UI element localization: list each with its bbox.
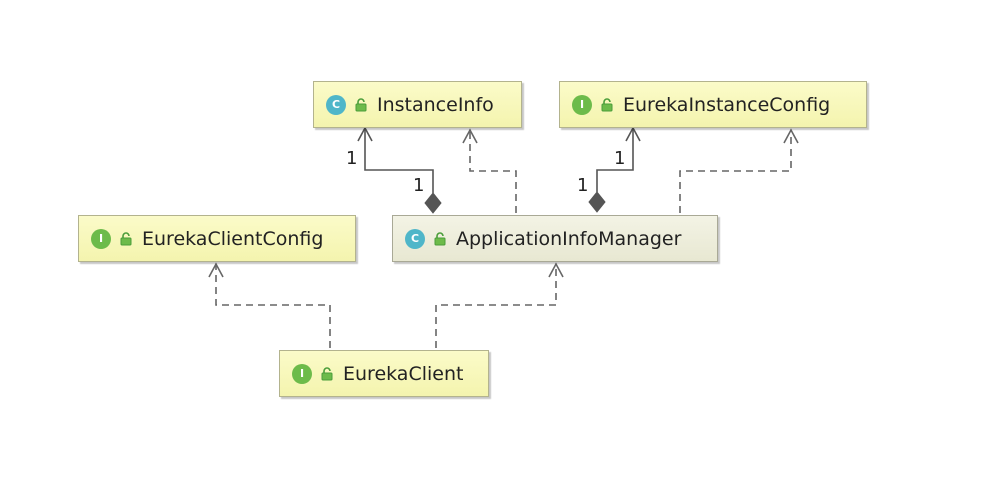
edge-dependency-eurekaclientconfig <box>208 262 331 348</box>
lock-icon <box>601 97 613 111</box>
interface-node-eurekainstanceconfig[interactable]: I EurekaInstanceConfig <box>559 81 867 128</box>
interface-badge-icon: I <box>292 363 312 384</box>
class-name: ApplicationInfoManager <box>456 227 682 250</box>
class-badge-icon: C <box>326 94 346 115</box>
interface-badge-icon: I <box>572 94 592 115</box>
multiplicity-label: 1 <box>346 148 358 169</box>
lock-icon <box>321 366 333 380</box>
interface-node-eurekaclient[interactable]: I EurekaClient <box>279 350 489 397</box>
lock-icon <box>434 231 446 245</box>
class-node-applicationinfomanager[interactable]: C ApplicationInfoManager <box>392 215 718 262</box>
interface-node-eurekaclientconfig[interactable]: I EurekaClientConfig <box>78 215 356 262</box>
edge-dependency-applicationinfomanager <box>435 262 564 348</box>
multiplicity-label: 1 <box>413 175 425 196</box>
edge-composition-instanceinfo <box>357 126 442 214</box>
edge-dependency-instanceinfo <box>462 128 517 213</box>
class-node-instanceinfo[interactable]: C InstanceInfo <box>313 81 522 128</box>
multiplicity-label: 1 <box>577 175 589 196</box>
interface-badge-icon: I <box>91 228 111 249</box>
lock-icon <box>120 231 132 245</box>
class-name: EurekaInstanceConfig <box>623 93 831 116</box>
class-name: InstanceInfo <box>377 93 494 116</box>
multiplicity-label: 1 <box>614 148 626 169</box>
class-name: EurekaClient <box>343 362 464 385</box>
class-badge-icon: C <box>405 228 425 249</box>
class-name: EurekaClientConfig <box>142 227 324 250</box>
edge-dependency-eurekainstanceconfig <box>679 128 799 213</box>
lock-icon <box>355 97 367 111</box>
edge-composition-eurekainstanceconfig <box>588 126 641 213</box>
